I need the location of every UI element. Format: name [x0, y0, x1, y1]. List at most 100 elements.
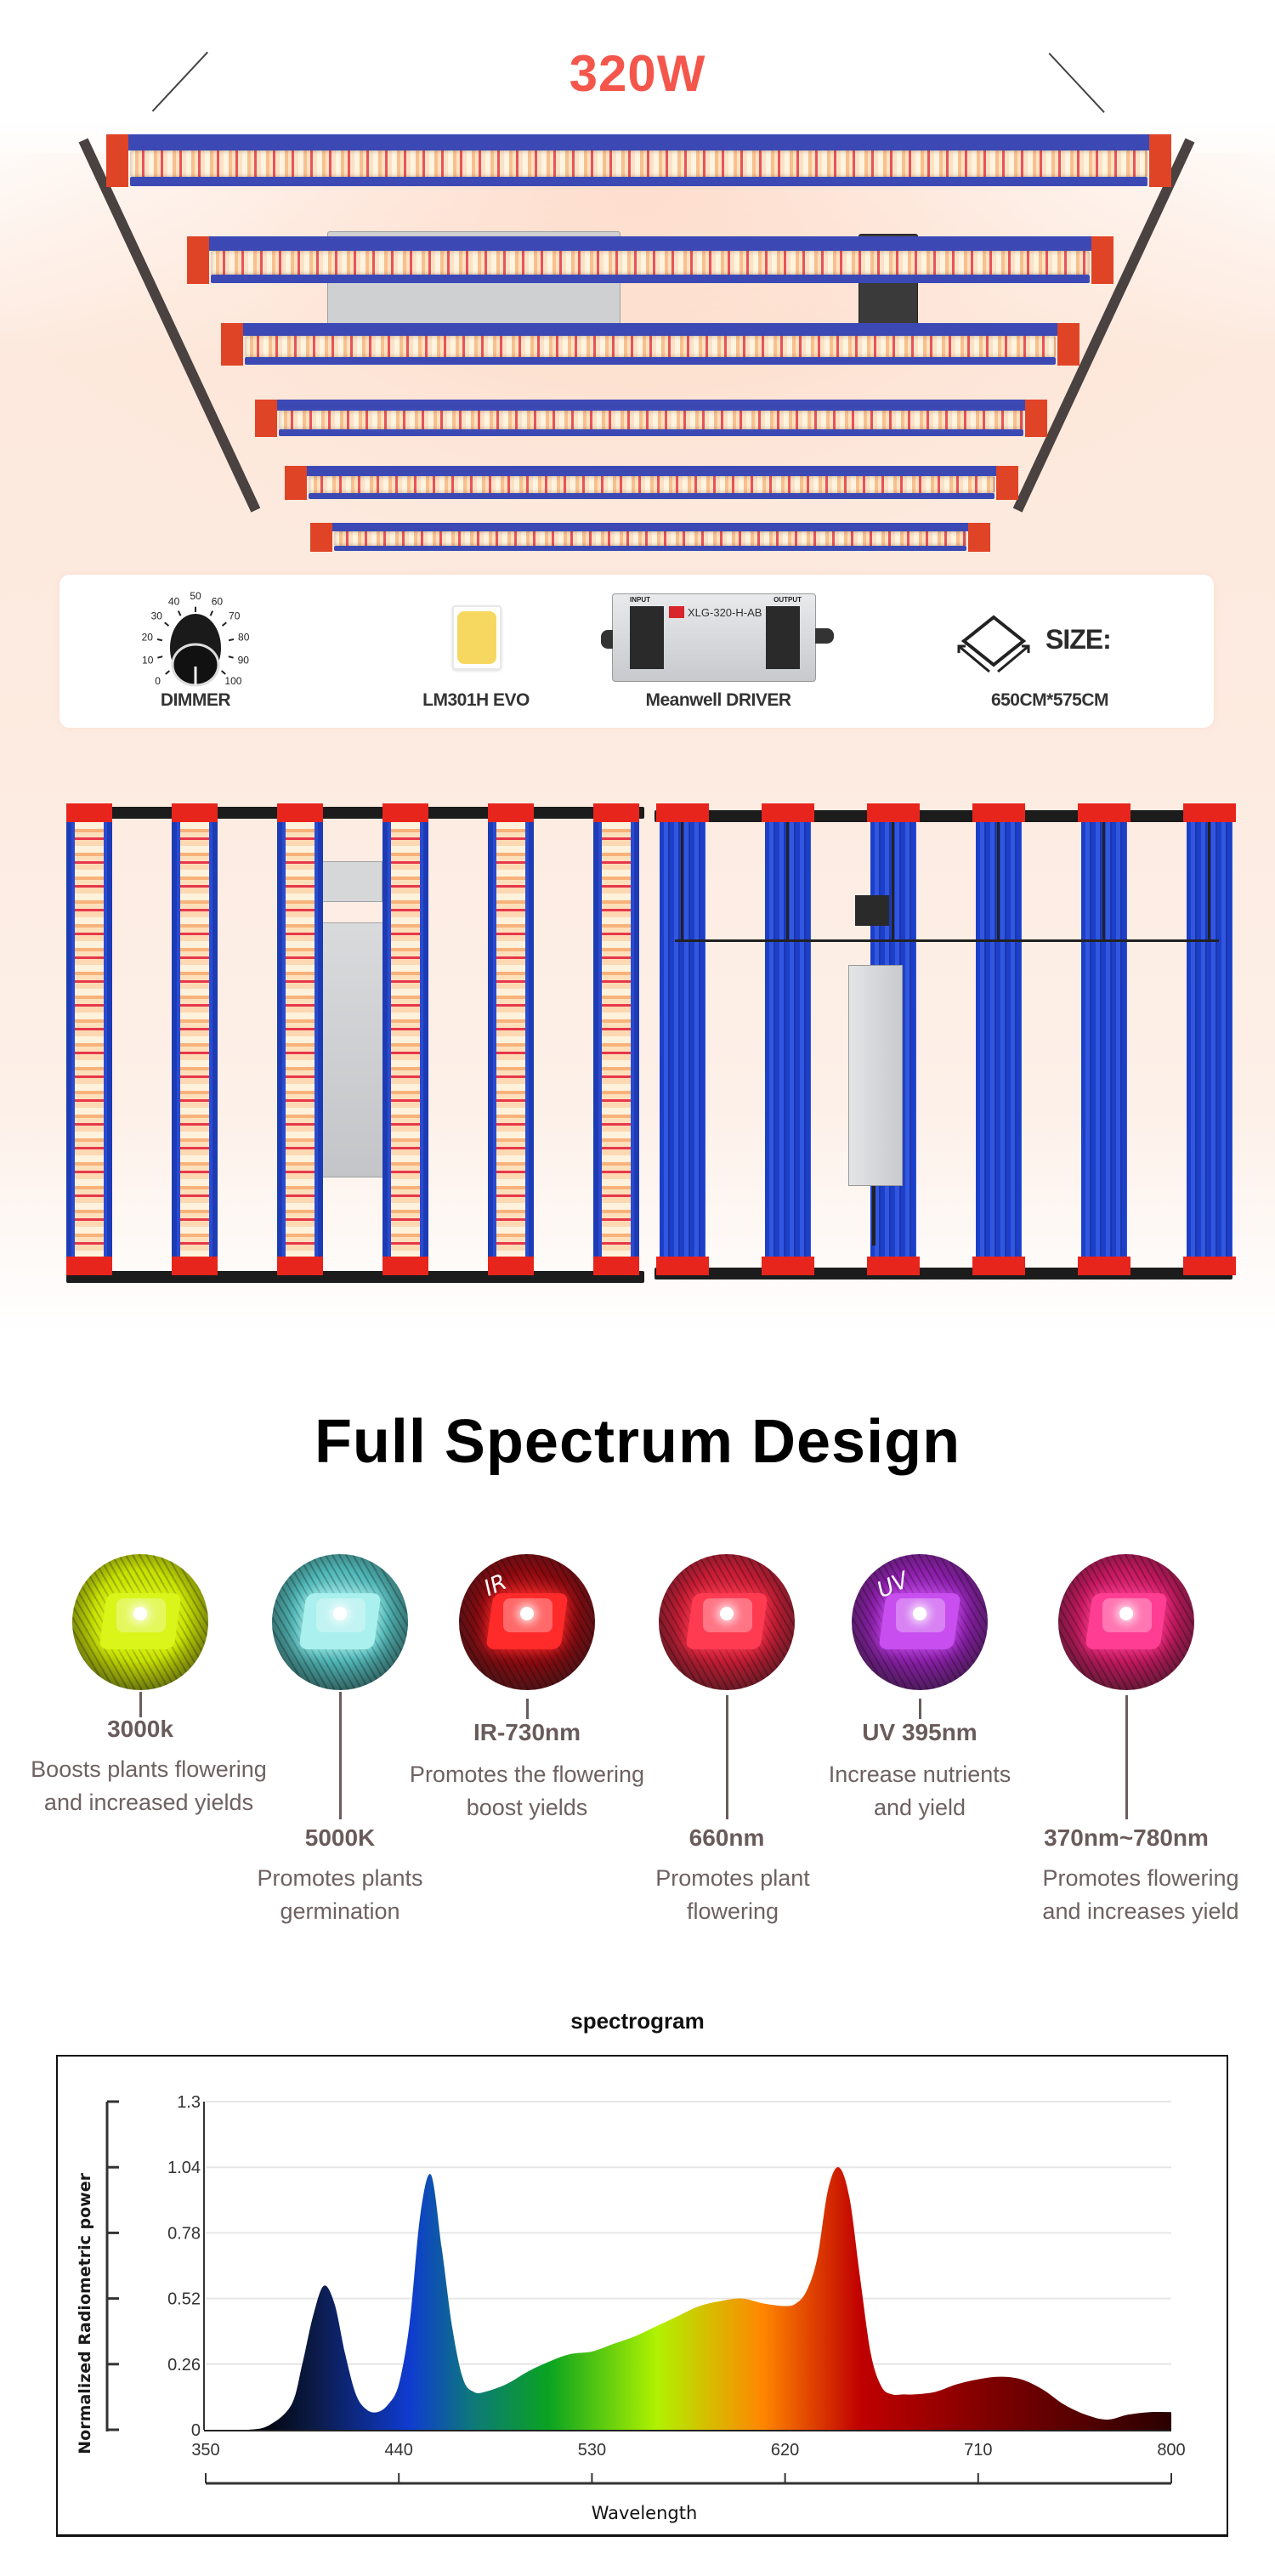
grow-light-fixture	[0, 0, 1275, 561]
dial-tick-label: 70	[229, 610, 241, 622]
spectrum-title: IR-730nm	[473, 1719, 581, 1745]
connector-line	[919, 1699, 921, 1719]
light-bar-leds	[334, 531, 966, 546]
bar-end-cap	[172, 1257, 218, 1275]
connector-line	[1125, 1695, 1128, 1819]
dial-tick	[220, 670, 226, 675]
x-axis-label: Wavelength	[592, 2503, 698, 2523]
driver-input-label: INPUT	[630, 596, 650, 604]
bar-end-cap	[285, 466, 307, 500]
bar-end-cap	[1078, 1257, 1130, 1275]
light-bar-top	[106, 134, 1171, 150]
spectrum-area	[206, 2167, 1171, 2430]
led-bar	[488, 803, 534, 1275]
feature-label: Meanwell DRIVER	[645, 690, 791, 710]
spectrum-title: UV 395nm	[862, 1719, 978, 1745]
dial-tick	[165, 670, 171, 675]
bar-end-cap	[972, 1257, 1025, 1275]
chip-ir-icon: IR	[459, 1554, 595, 1690]
cable-harness	[675, 939, 1219, 942]
bar-end-cap	[593, 803, 639, 822]
feature-label: DIMMER	[160, 690, 231, 710]
light-bar-leds	[309, 476, 994, 493]
hanging-wire-left	[151, 51, 208, 112]
bar-end-cap	[277, 803, 323, 822]
dial-tick-label: 50	[190, 590, 201, 602]
chip-660nm-icon	[659, 1554, 795, 1690]
description-line: Increase nutrients	[828, 1762, 1012, 1787]
x-tick-label: 530	[578, 2441, 606, 2460]
bar-end-cap	[382, 1257, 428, 1275]
chip-3000k-icon	[72, 1554, 208, 1690]
bar-end-cap	[66, 803, 112, 822]
dial-tick	[164, 621, 170, 627]
light-bar-top	[255, 400, 1047, 411]
dial-tick-label: 30	[151, 610, 163, 622]
led-strip	[496, 822, 525, 1257]
power-cord	[872, 1186, 876, 1245]
driver-box	[311, 922, 388, 1177]
light-glow	[0, 153, 1275, 578]
bar-end-cap	[1078, 803, 1130, 822]
dial-tick-label: 60	[212, 595, 224, 607]
y-tick-label: 0.52	[167, 2290, 201, 2309]
light-bar-leds	[211, 251, 1090, 275]
description-line: and increases yield	[1042, 1898, 1239, 1924]
bar-cable	[1102, 822, 1105, 941]
feature-label: LM301H EVO	[422, 690, 530, 710]
bar-cable	[1208, 822, 1210, 941]
bar-end-cap	[656, 1257, 709, 1275]
y-axis-label: Normalized Radiometric power	[76, 2172, 94, 2454]
connector-line	[726, 1695, 728, 1819]
dial-tick-label: 90	[238, 655, 250, 667]
heatsink-bar	[1183, 803, 1236, 1275]
bar-end-cap	[382, 803, 428, 822]
chip-uv-icon: UV	[852, 1554, 988, 1690]
light-bar-top	[187, 236, 1114, 251]
description-line: germination	[280, 1898, 400, 1924]
x-tick-label: 440	[385, 2441, 413, 2460]
light-bar-bottom	[245, 357, 1056, 365]
bar-end-cap	[221, 323, 243, 366]
bar-end-cap	[867, 1257, 920, 1275]
bar-end-cap	[488, 803, 534, 822]
y-tick-label: 0	[191, 2421, 201, 2440]
bar-end-cap	[172, 803, 218, 822]
y-tick-label: 1.04	[167, 2159, 201, 2177]
led-bar	[593, 803, 639, 1275]
heatsink-bar	[762, 803, 814, 1275]
driver-model-label: XLG-320-H-AB	[688, 606, 762, 619]
description-line: and increased yields	[43, 1790, 254, 1815]
driver-output-label: OUTPUT	[774, 596, 802, 604]
chart-title: spectrogram	[570, 2008, 705, 2034]
heatsink-bar	[1078, 803, 1130, 1275]
led-chip-icon	[452, 605, 502, 670]
spectrum-title: 3000k	[107, 1716, 173, 1742]
y-tick-label: 0.26	[167, 2356, 201, 2375]
light-bar-top	[310, 523, 990, 531]
bar-end-cap	[488, 1257, 534, 1275]
light-bar-bottom	[309, 493, 994, 499]
dimmer-box	[314, 861, 382, 902]
description-line: Promotes plant	[655, 1865, 810, 1891]
y-tick-label: 1.3	[177, 2093, 201, 2112]
bar-end-cap	[867, 803, 920, 822]
dial-tick-label: 10	[142, 655, 154, 667]
bar-end-cap	[1183, 1257, 1236, 1275]
led-bar	[277, 803, 323, 1275]
light-bar-bottom	[130, 177, 1148, 186]
dial-tick-label: 100	[224, 675, 241, 687]
description-line: Promotes plants	[257, 1865, 423, 1891]
bar-end-cap	[972, 803, 1025, 822]
light-bar-bottom	[279, 429, 1023, 436]
x-tick-label: 800	[1157, 2441, 1185, 2460]
spectrum-title: 660nm	[688, 1824, 765, 1851]
frame-top	[654, 810, 1232, 822]
spectrum-description: Promotes plants germination	[257, 1862, 422, 1928]
description-line: Boosts plants flowering	[31, 1756, 267, 1782]
bar-end-cap	[277, 1257, 323, 1275]
feature-driver: INPUT XLG-320-H-AB OUTPUT Meanwell DRIVE…	[586, 575, 867, 728]
